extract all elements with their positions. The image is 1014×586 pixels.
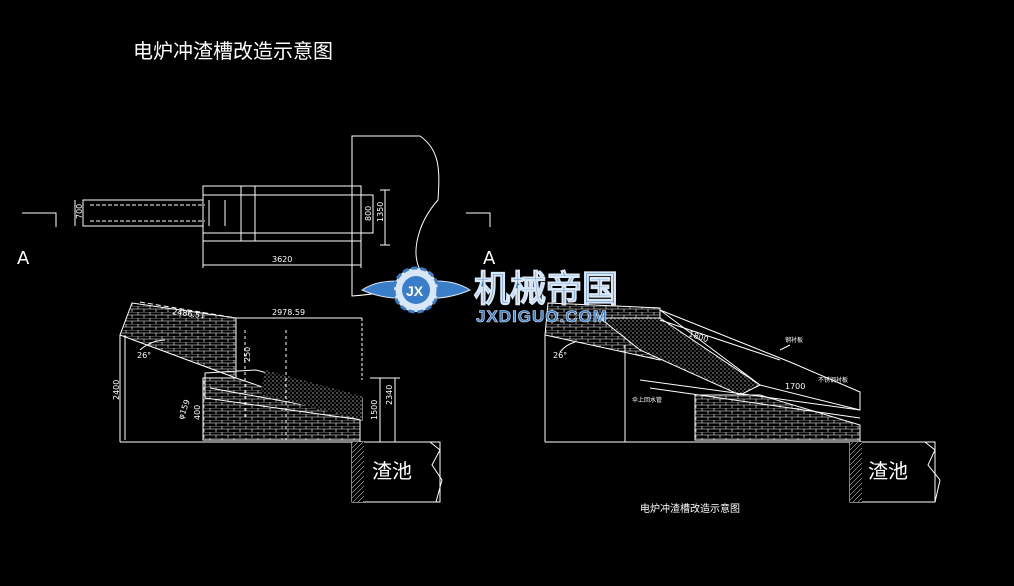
dim-left-2400: 2400 (112, 380, 121, 400)
watermark-logo: JX 机械帝国 JXDIGUO.COM (360, 266, 619, 326)
section-mark-left: A (17, 248, 30, 269)
dim-left-2978: 2978.59 (272, 308, 305, 317)
note-right-top: 钢衬板 (785, 336, 803, 344)
note-right-mid: 不锈钢衬板 (818, 376, 848, 384)
dim-plan-3620: 3620 (272, 255, 292, 264)
dim-left-1500: 1500 (370, 400, 379, 420)
logo-en-text: JXDIGUO.COM (476, 307, 608, 326)
section-mark-right: A (483, 248, 496, 269)
dim-plan-700: 700 (75, 204, 84, 219)
dim-plan-800: 800 (364, 206, 373, 221)
logo-cn-text: 机械帝国 (474, 269, 618, 310)
logo-emblem-text: JX (406, 283, 424, 299)
dim-left-159: φ159 (176, 398, 191, 420)
dim-plan-1350: 1350 (376, 202, 385, 222)
dim-left-250: 250 (243, 347, 252, 362)
note-right-left: 伞上回水管 (632, 396, 662, 404)
plan-view (22, 135, 491, 297)
dim-left-2340: 2340 (385, 385, 394, 405)
drawing-subtitle: 电炉冲渣槽改造示意图 (640, 502, 740, 515)
plan-channel-left (82, 199, 204, 227)
right-section (544, 302, 941, 503)
dim-left-400: 400 (193, 405, 202, 420)
drawing-title: 电炉冲渣槽改造示意图 (133, 39, 333, 63)
pool-label-left: 渣池 (372, 459, 412, 483)
pool-label-right: 渣池 (868, 459, 908, 483)
dim-right-angle: 26° (553, 351, 567, 360)
dim-left-angle: 26° (137, 351, 151, 360)
dim-right-1700: 1700 (785, 382, 805, 391)
left-section (119, 301, 443, 503)
